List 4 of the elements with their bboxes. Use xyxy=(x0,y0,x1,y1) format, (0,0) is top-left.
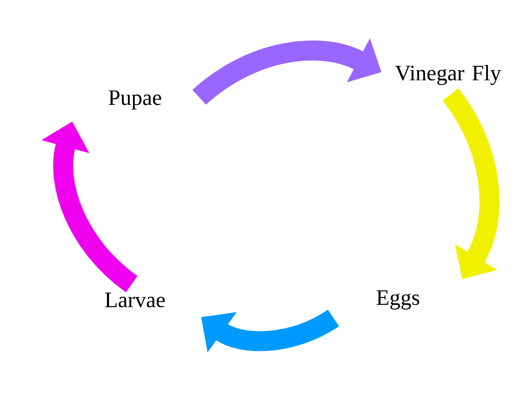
stage-label: Vinegar Fly xyxy=(395,65,502,85)
stage-label: Pupae xyxy=(108,90,162,110)
stage-label: Larvae xyxy=(105,292,165,308)
stage-label: Eggs xyxy=(376,290,420,310)
